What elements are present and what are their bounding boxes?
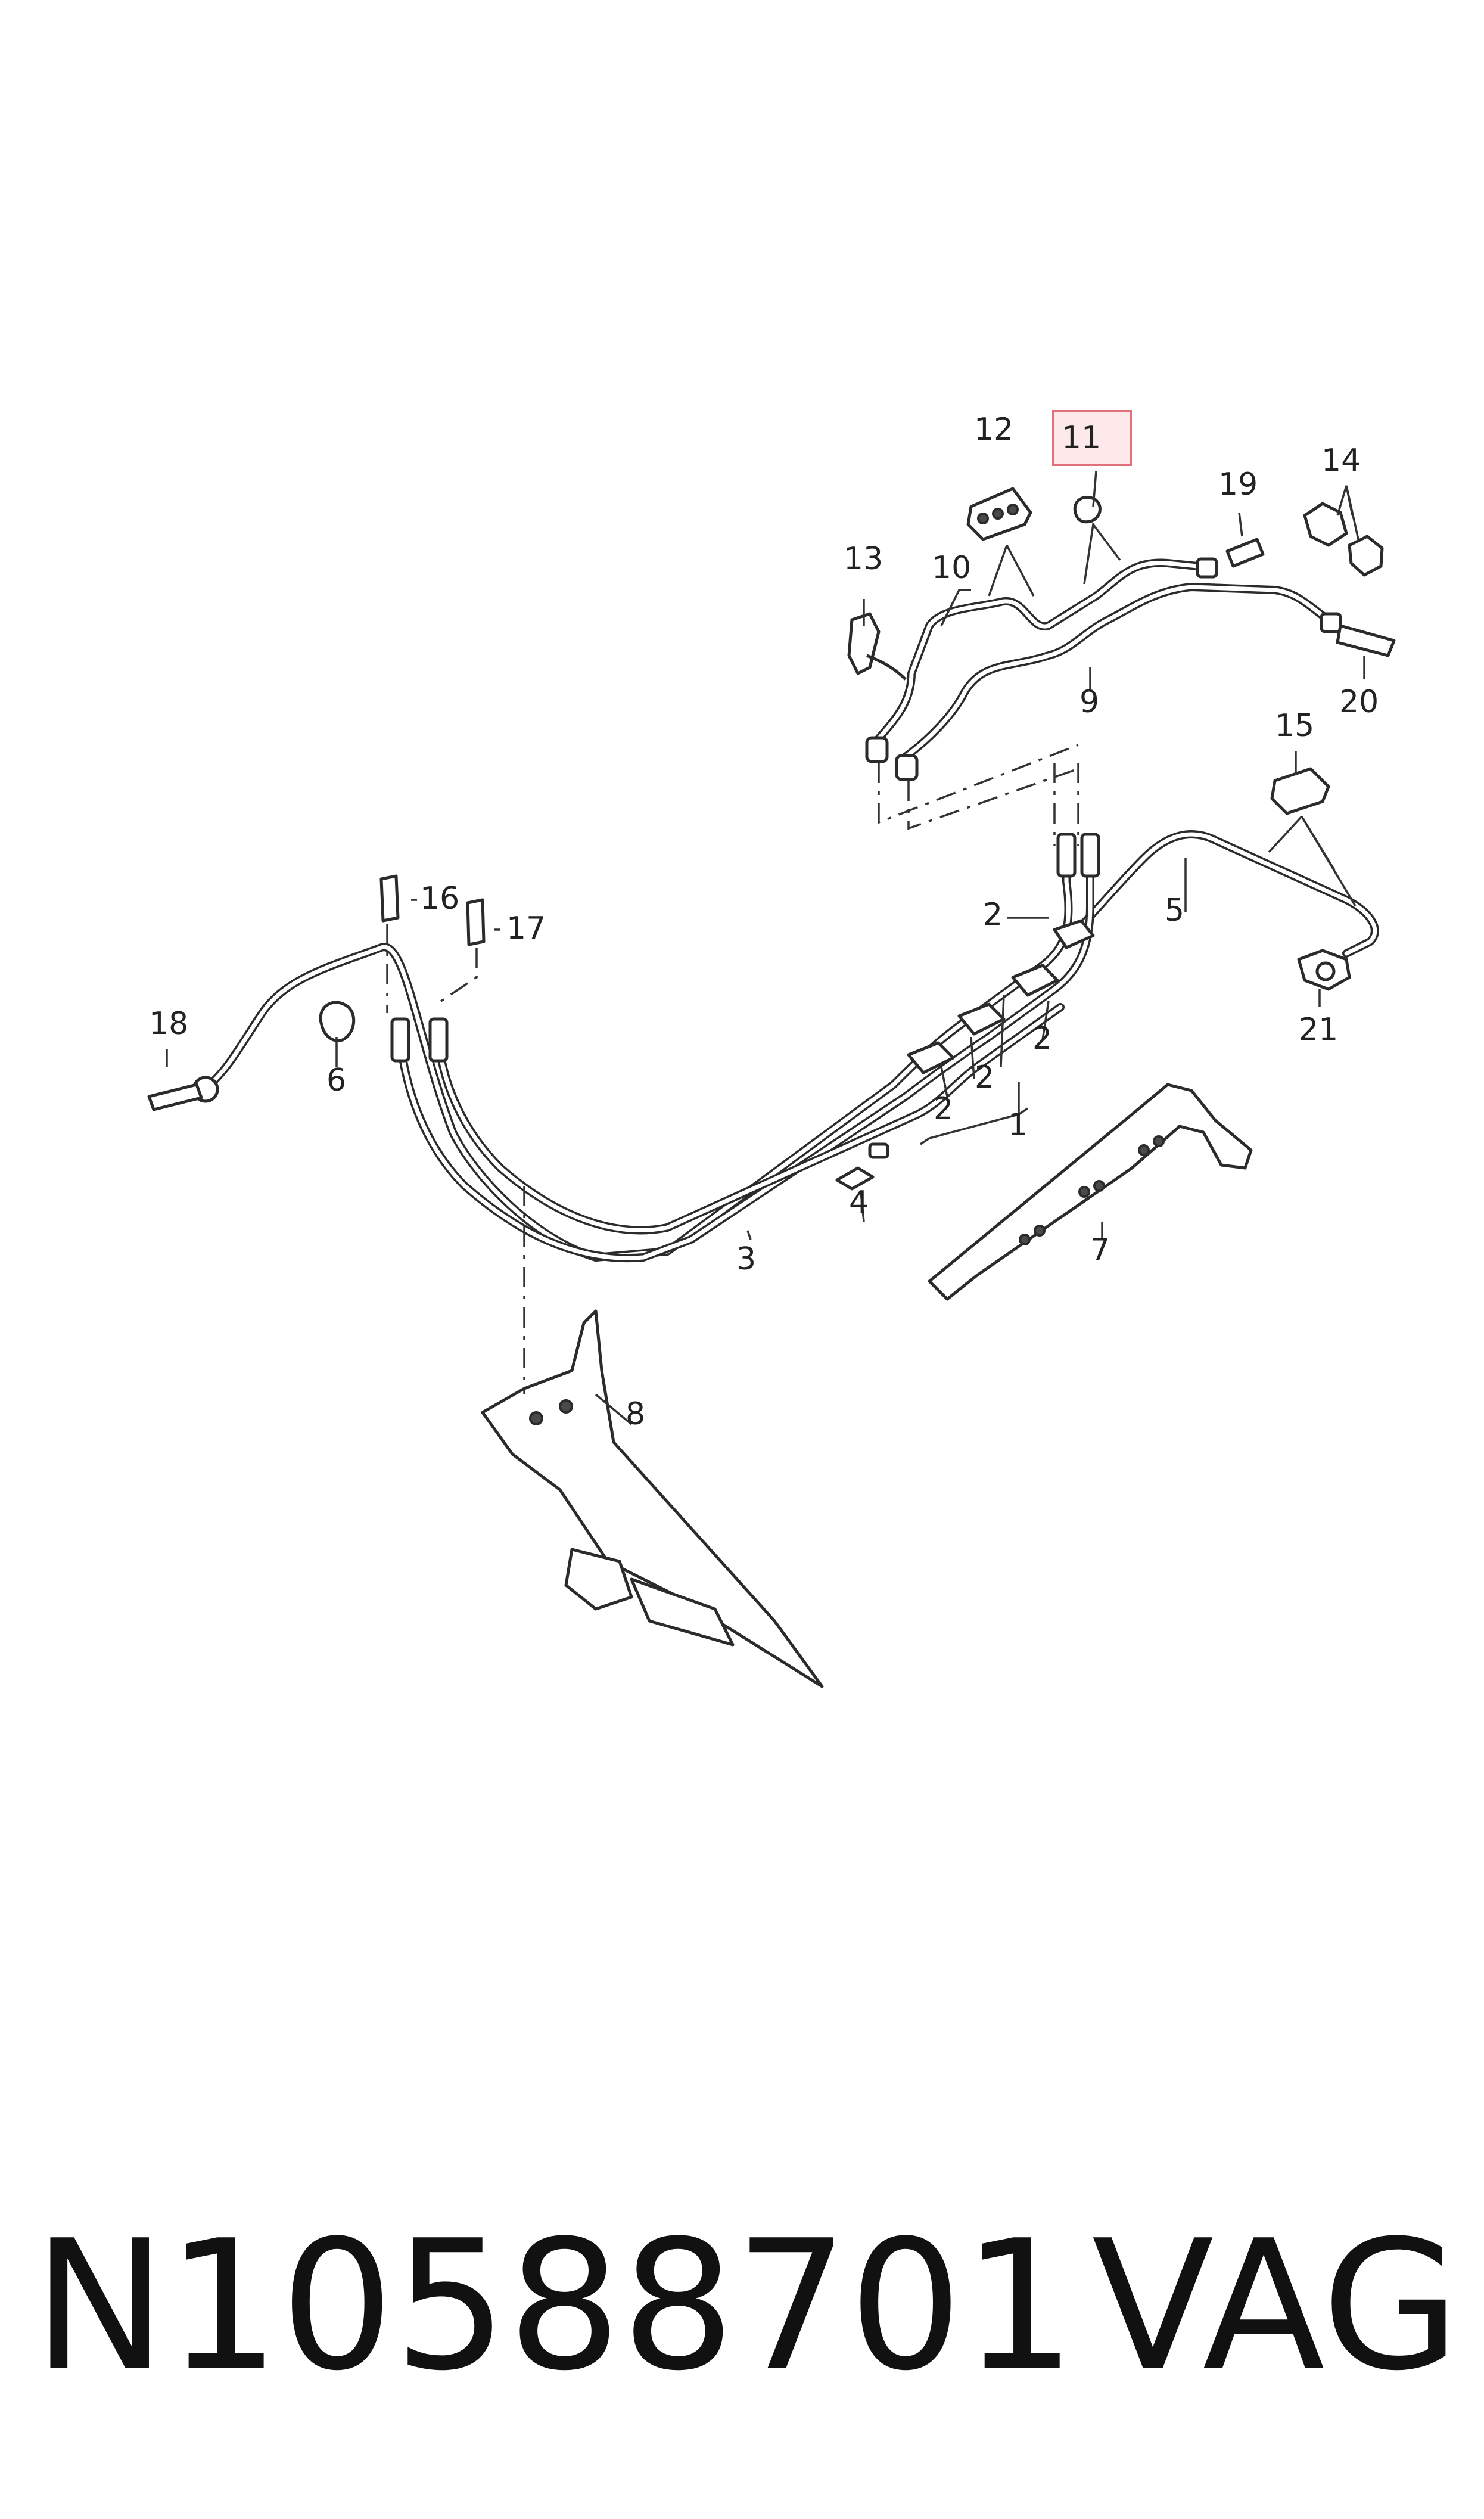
callout-11: 11 [1062,420,1101,456]
callout-18: 18 [149,1006,188,1042]
clip-6 [319,1001,356,1042]
connector-4 [835,1142,889,1191]
callout-2: 2 [934,1091,953,1127]
brake-pipe-5 [1062,767,1379,991]
assembly-line-16-17 [386,924,478,1013]
callout-20: 20 [1339,684,1379,720]
sleeves-19-20 [1225,538,1396,657]
assembly-line-vertical [1053,763,1079,846]
callout-13: 13 [844,541,883,577]
assembly-line-upper [878,744,1079,830]
clip-11 [1073,495,1102,524]
clip-13 [847,612,907,681]
brake-pipe-upper-assembly [865,557,1342,781]
callout-12: 12 [974,412,1013,448]
callout-14: 14 [1321,443,1361,479]
sleeves-16-17-18 [147,874,486,1111]
callout-9: 9 [1079,684,1099,720]
callout-10: 10 [932,550,971,586]
pipe-holder-12 [966,487,1032,541]
callout-1: 1 [1008,1107,1028,1143]
leader-lines [166,470,1365,1425]
callout-7: 7 [1090,1232,1110,1268]
callout-16: 16 [420,881,459,917]
part-number: N10588701 [33,2202,1077,2410]
callout-3: 3 [736,1241,756,1277]
caps-14 [1303,502,1384,577]
callout-2: 2 [975,1060,994,1095]
highlight-box-11 [1052,410,1132,466]
brand-label: VAG [1091,2202,1460,2410]
callout-21: 21 [1299,1012,1338,1048]
bracket-7 [928,1083,1253,1301]
callout-4: 4 [849,1185,869,1220]
bracket-8 [481,1309,824,1688]
brake-pipe-3-bundle [192,833,1100,1263]
callout-19: 19 [1218,467,1258,502]
callout-2: 2 [983,897,1003,933]
callout-17: 17 [506,911,546,946]
callout-5: 5 [1165,893,1184,928]
callout-15: 15 [1275,708,1314,744]
clips-2 [907,919,1095,1074]
callout-2: 2 [1032,1021,1052,1057]
callout-8: 8 [626,1396,645,1432]
callout-6: 6 [326,1063,346,1098]
